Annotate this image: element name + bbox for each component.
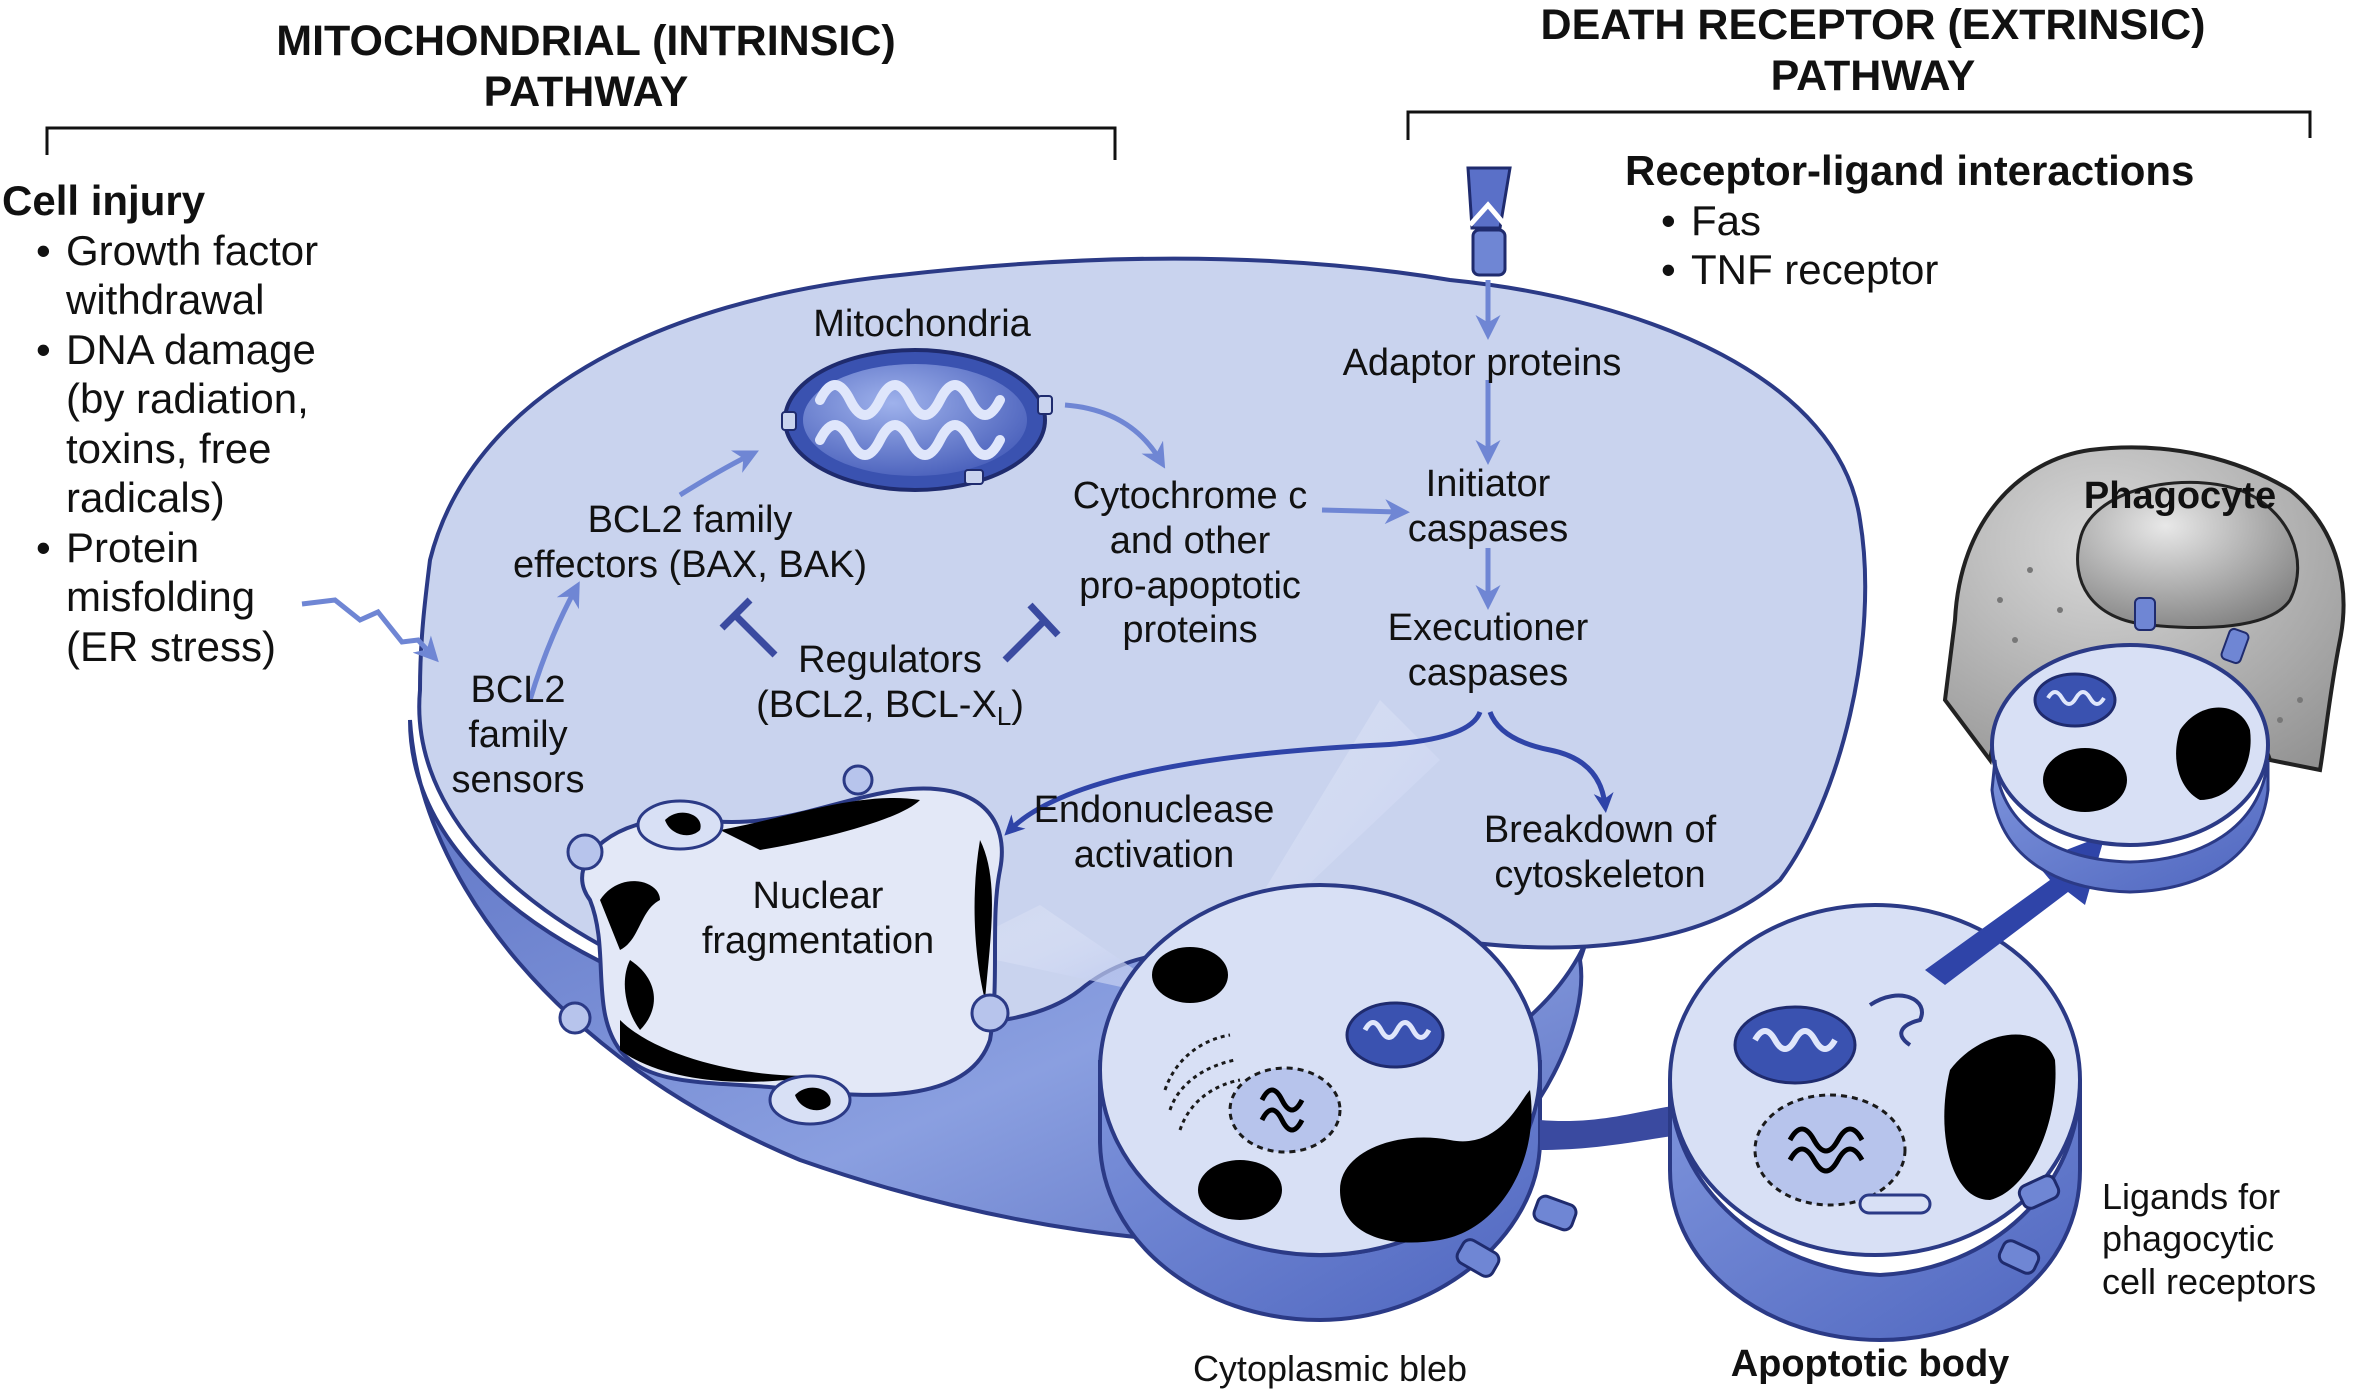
injury-line: Growth factor xyxy=(66,226,319,274)
receptor-ligand-title: Receptor-ligand interactions xyxy=(1625,147,2195,194)
cytoskeleton-line-1: Breakdown of xyxy=(1483,809,1717,851)
cell-injury-title: Cell injury xyxy=(2,177,206,224)
mitochondrion xyxy=(781,348,1053,492)
initiator-line-2: caspases xyxy=(1407,507,1569,550)
intrinsic-header-line-1: MITOCHONDRIAL (INTRINSIC) xyxy=(276,17,896,65)
fragment-bodies xyxy=(636,799,852,1126)
bcl2-effectors-label: BCL2 family effectors (BAX, BAK) xyxy=(513,498,867,588)
injury-line: withdrawal xyxy=(66,276,265,324)
ligands-line-1: Ligands for xyxy=(2102,1176,2281,1217)
caspase-branch-arrows xyxy=(1004,710,1614,836)
pathway-arrows xyxy=(527,280,1501,701)
intrinsic-header-line-2: PATHWAY xyxy=(483,67,689,116)
phagocyte-cell xyxy=(1942,445,2346,894)
bcl2-sensors-label: BCL2 family sensors xyxy=(451,668,584,802)
bcl2-effectors-line-2: effectors (BAX, BAK) xyxy=(512,543,868,586)
regulators-label: Regulators (BCL2, BCL-XL) xyxy=(756,638,1024,732)
intrinsic-bracket xyxy=(45,126,1117,160)
injury-item-dna-damage: DNA damage (by radiation, toxins, free r… xyxy=(32,325,318,523)
fragmenting-nucleus xyxy=(580,786,1004,1097)
apoptotic-body-cell xyxy=(1668,903,2082,1343)
bcl2-effectors-line-1: BCL2 family xyxy=(587,499,793,541)
receptor-item-fas: Fas xyxy=(1657,196,2194,246)
nuclear-line-2: fragmentation xyxy=(701,919,935,962)
ligands-line-3: cell receptors xyxy=(2102,1260,2317,1302)
adaptor-proteins-label: Adaptor proteins xyxy=(1342,342,1622,384)
nuclear-line-1: Nuclear xyxy=(752,875,884,917)
effect-beam-left xyxy=(950,905,1150,990)
intrinsic-pathway-header: MITOCHONDRIAL (INTRINSIC) PATHWAY xyxy=(276,16,896,117)
endonuclease-label: Endonuclease activation xyxy=(1034,788,1275,878)
injury-line: (ER stress) xyxy=(66,622,276,670)
cell-injury-list: Cell injury Growth factor withdrawal DNA… xyxy=(2,176,318,671)
initiator-caspases-label: Initiator caspases xyxy=(1408,462,1569,552)
executioner-line-2: caspases xyxy=(1407,651,1569,694)
injury-line: (by radiation, xyxy=(66,375,309,423)
effect-beam-right xyxy=(1240,700,1440,940)
injury-line: Protein xyxy=(66,523,200,571)
endonuclease-line-2: activation xyxy=(1073,833,1235,876)
connecting-stalk xyxy=(1540,1105,1680,1150)
cytochrome-line-4: proteins xyxy=(1122,609,1258,652)
inhibition-marks xyxy=(719,597,1061,663)
bcl2-sensors-line-3: sensors xyxy=(451,758,585,801)
executioner-caspases-label: Executioner caspases xyxy=(1388,606,1589,696)
apoptotic-body-label: Apoptotic body xyxy=(1730,1343,2010,1385)
cytoskeleton-line-2: cytoskeleton xyxy=(1494,853,1706,896)
regulators-close: ) xyxy=(1011,683,1024,726)
regulators-subscript: L xyxy=(996,700,1012,731)
initiator-line-1: Initiator xyxy=(1425,463,1551,505)
cytochrome-line-2: and other xyxy=(1109,519,1271,562)
injury-line: radicals) xyxy=(66,474,225,522)
executioner-line-1: Executioner xyxy=(1387,607,1589,649)
cytoplasmic-bleb xyxy=(1098,883,1578,1323)
cytoplasmic-bleb-label: Cytoplasmic bleb xyxy=(1192,1348,1468,1389)
mitochondria-label: Mitochondria xyxy=(813,303,1031,345)
extrinsic-header-line-2: PATHWAY xyxy=(1770,51,1976,100)
receptor-ligand-list: Receptor-ligand interactions Fas TNF rec… xyxy=(1625,146,2194,295)
ligands-line-2: phagocytic xyxy=(2102,1218,2275,1260)
injury-line: misfolding xyxy=(66,573,256,621)
extrinsic-bracket xyxy=(1406,110,2312,140)
regulators-text: (BCL2, BCL-X xyxy=(756,683,997,726)
injury-line: DNA damage xyxy=(66,325,316,373)
bcl2-sensors-line-2: family xyxy=(468,713,568,756)
injury-zigzag-arrow xyxy=(301,597,439,663)
nuclear-fragmentation-label: Nuclear fragmentation xyxy=(702,874,934,964)
extrinsic-header-line-1: DEATH RECEPTOR (EXTRINSIC) xyxy=(1540,1,2206,49)
injury-item-growth-factor: Growth factor withdrawal xyxy=(32,226,318,325)
injury-line: toxins, free xyxy=(66,424,272,472)
regulators-line-1: Regulators xyxy=(798,639,982,681)
receptor-item-tnf: TNF receptor xyxy=(1657,245,2194,295)
injury-item-protein-misfolding: Protein misfolding (ER stress) xyxy=(32,523,318,672)
endonuclease-line-1: Endonuclease xyxy=(1033,789,1275,831)
bcl2-sensors-line-1: BCL2 xyxy=(470,669,566,711)
cytochrome-label: Cytochrome c and other pro-apoptotic pro… xyxy=(1073,474,1307,653)
cytochrome-line-1: Cytochrome c xyxy=(1072,475,1308,517)
regulators-line-2: (BCL2, BCL-XL) xyxy=(756,683,1024,732)
cytoskeleton-label: Breakdown of cytoskeleton xyxy=(1484,808,1716,898)
extrinsic-pathway-header: DEATH RECEPTOR (EXTRINSIC) PATHWAY xyxy=(1541,0,2206,101)
phagocyte-label: Phagocyte xyxy=(2083,475,2277,517)
cytochrome-line-3: pro-apoptotic xyxy=(1079,564,1301,607)
death-receptor-icon xyxy=(1466,166,1512,277)
ligands-label: Ligands for phagocytic cell receptors xyxy=(2102,1176,2316,1303)
